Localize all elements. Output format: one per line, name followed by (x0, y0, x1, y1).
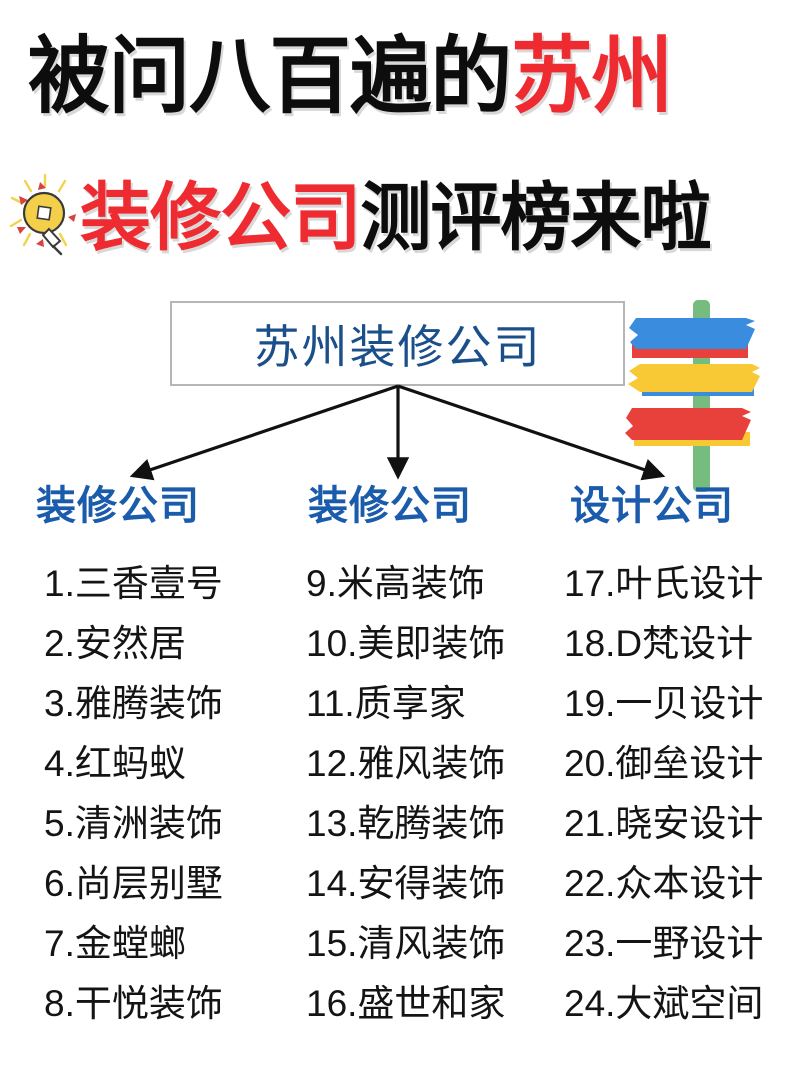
connector-arrows (0, 380, 800, 490)
list-item[interactable]: 18.D梵设计 (564, 623, 754, 664)
list-item[interactable]: 13.乾腾装饰 (306, 803, 506, 844)
list-item[interactable]: 7.金螳螂 (44, 923, 186, 964)
title-line-2-red: 装修公司 (80, 176, 361, 259)
title-line-1-red: 苏州 (511, 29, 673, 123)
title-line-2: 装修公司测评榜来啦 (80, 172, 712, 264)
list-item[interactable]: 9.米高装饰 (306, 563, 485, 604)
column-list-1: 1.三香壹号 2.安然居 3.雅腾装饰 4.红蚂蚁 5.清洲装饰 6.尚层别墅 … (18, 554, 288, 1034)
list-item[interactable]: 2.安然居 (44, 623, 186, 664)
list-item[interactable]: 16.盛世和家 (306, 983, 506, 1024)
lightbulb-icon (8, 172, 82, 258)
column-header-2: 装修公司 (308, 484, 472, 528)
column-design-3: 设计公司 17.叶氏设计 18.D梵设计 19.一贝设计 20.御垒设计 21.… (552, 478, 800, 1034)
list-item[interactable]: 12.雅风装饰 (306, 743, 506, 784)
list-item[interactable]: 15.清风装饰 (306, 923, 506, 964)
list-item[interactable]: 23.一野设计 (564, 923, 764, 964)
list-item[interactable]: 11.质享家 (306, 683, 466, 724)
list-item[interactable]: 14.安得装饰 (306, 863, 506, 904)
list-item[interactable]: 1.三香壹号 (44, 563, 223, 604)
list-item[interactable]: 10.美即装饰 (306, 623, 506, 664)
column-header-3: 设计公司 (570, 484, 734, 528)
root-node-box: 苏州装修公司 (170, 301, 625, 386)
list-item[interactable]: 3.雅腾装饰 (44, 683, 223, 724)
list-item[interactable]: 19.一贝设计 (564, 683, 764, 724)
signpost-icon (624, 296, 784, 496)
column-decoration-2: 装修公司 9.米高装饰 10.美即装饰 11.质享家 12.雅风装饰 13.乾腾… (288, 478, 558, 1034)
list-item[interactable]: 4.红蚂蚁 (44, 743, 186, 784)
list-item[interactable]: 17.叶氏设计 (564, 563, 764, 604)
list-item[interactable]: 8.干悦装饰 (44, 983, 223, 1024)
column-header-1: 装修公司 (36, 484, 200, 528)
root-node-label: 苏州装修公司 (253, 320, 542, 373)
list-item[interactable]: 24.大斌空间 (564, 983, 764, 1024)
column-list-3: 17.叶氏设计 18.D梵设计 19.一贝设计 20.御垒设计 21.晓安设计 … (552, 554, 800, 1034)
list-item[interactable]: 6.尚层别墅 (44, 863, 223, 904)
list-item[interactable]: 5.清洲装饰 (44, 803, 223, 844)
title-line-1: 被问八百遍的苏州 (28, 24, 673, 128)
column-list-2: 9.米高装饰 10.美即装饰 11.质享家 12.雅风装饰 13.乾腾装饰 14… (288, 554, 558, 1034)
title-line-2-black: 测评榜来啦 (360, 176, 711, 259)
column-decoration-1: 装修公司 1.三香壹号 2.安然居 3.雅腾装饰 4.红蚂蚁 5.清洲装饰 6.… (18, 478, 288, 1034)
list-item[interactable]: 20.御垒设计 (564, 743, 764, 784)
title-line-1-black: 被问八百遍的 (28, 29, 512, 123)
list-item[interactable]: 22.众本设计 (564, 863, 764, 904)
list-item[interactable]: 21.晓安设计 (564, 803, 764, 844)
